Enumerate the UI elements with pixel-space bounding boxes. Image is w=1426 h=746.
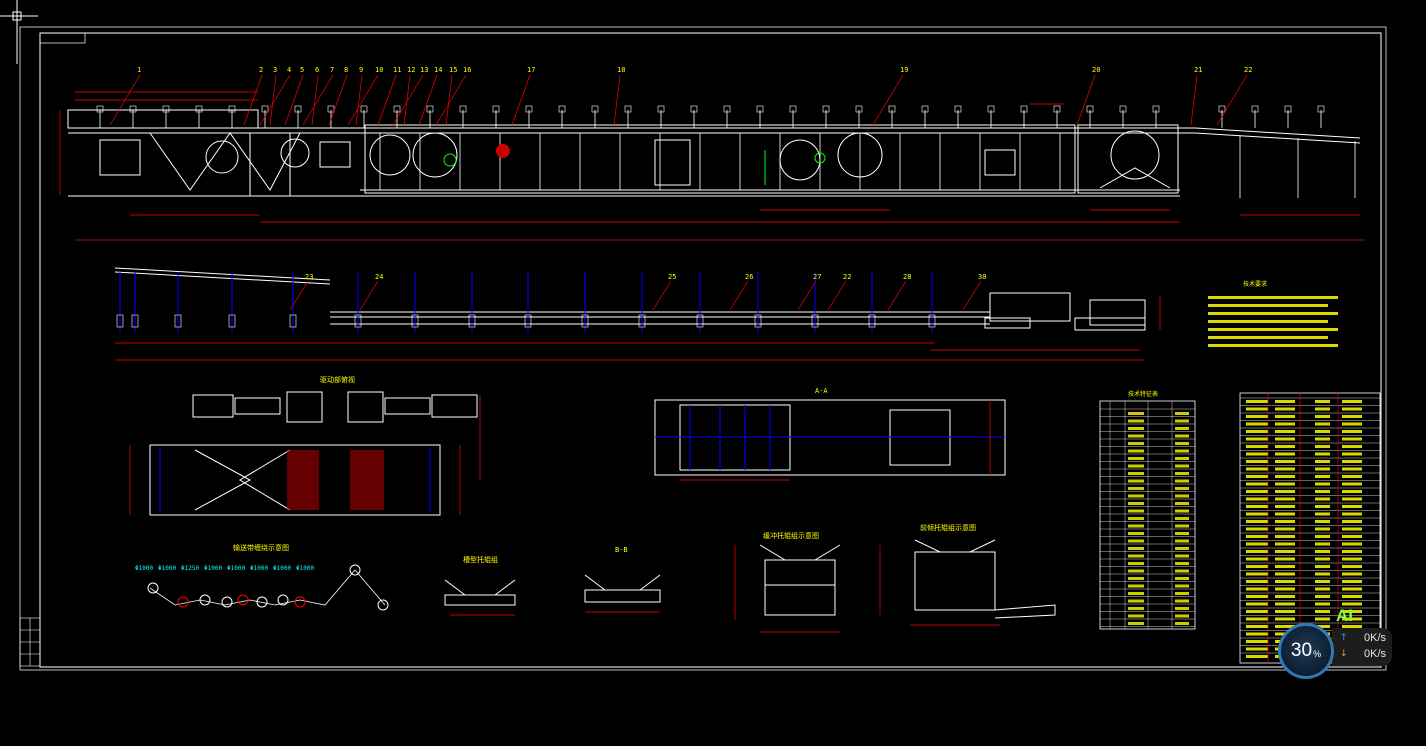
part-number: 23 (305, 273, 313, 281)
inner-frame (39, 32, 1382, 668)
download-arrow-icon: ↓ (1340, 649, 1348, 659)
winding-label: Φ1000 (204, 565, 222, 572)
part-number: 3 (273, 66, 277, 74)
winding-label: Φ1000 (296, 565, 314, 572)
idler1-title: 槽型托辊组 (463, 555, 498, 564)
part-number: 12 (407, 66, 415, 74)
part-number: 9 (359, 66, 363, 74)
main-elevation-view (59, 74, 1365, 241)
winding-label: Φ1000 (273, 565, 291, 572)
tech-req-title: 技术要求 (1243, 280, 1267, 288)
idler-detail-2: 缓冲托辊组示意图 (734, 531, 841, 633)
part-number: 24 (375, 273, 383, 281)
download-speed: 0K/s (1363, 648, 1386, 660)
outer-frame (19, 26, 1387, 671)
aa-section-view: A-A (654, 387, 1006, 481)
bb-title: B-B (615, 546, 628, 554)
corner-tag (39, 32, 86, 44)
tech-feature-table: 技术特征表 (1099, 390, 1196, 630)
memory-usage-ring[interactable]: 30% (1278, 623, 1334, 679)
drive-plan-title: 驱动部俯视 (320, 375, 355, 384)
tech-requirements: 技术要求 (1208, 280, 1338, 347)
idler-detail-bb: B-B (584, 546, 661, 613)
part-number: 21 (1194, 66, 1202, 74)
part-number: 16 (463, 66, 471, 74)
part-number: 14 (434, 66, 442, 74)
winding-label: Φ1250 (181, 565, 199, 572)
memory-percent: 30 (1290, 640, 1313, 661)
winding-label: Φ1000 (158, 565, 176, 572)
idler-detail-3: 前倾托辊组示意图 (879, 523, 1056, 626)
part-number: 22 (1244, 66, 1252, 74)
part-number: 19 (900, 66, 908, 74)
part-number: 8 (344, 66, 348, 74)
winding-label: Φ1000 (250, 565, 268, 572)
percent-sign: % (1313, 649, 1322, 659)
ai-badge[interactable]: AI (1336, 606, 1353, 625)
part-number: 22 (843, 273, 851, 281)
part-number: 28 (903, 273, 911, 281)
part-number: 1 (137, 66, 141, 74)
upload-speed: 0K/s (1363, 632, 1386, 644)
network-monitor-widget[interactable]: AI ↑ 0K/s ↓ 0K/s 30% (1276, 606, 1394, 679)
drive-plan-view: 驱动部俯视 (129, 375, 481, 516)
part-number: 15 (449, 66, 457, 74)
winding-title: 输送带缠绕示意图 (233, 543, 289, 552)
part-number: 30 (978, 273, 986, 281)
part-number: 26 (745, 273, 753, 281)
winding-label: Φ1000 (135, 565, 153, 572)
part-number-labels-mid: 23 24 25 26 27 22 28 30 (289, 273, 986, 311)
part-number: 2 (259, 66, 263, 74)
belt-winding-diagram: 输送带缠绕示意图 Φ1000 Φ1000 Φ1250 Φ1000 Φ1000 Φ1000 Φ… (135, 543, 389, 611)
part-number: 7 (330, 66, 334, 74)
part-number: 11 (393, 66, 401, 74)
part-number: 17 (527, 66, 535, 74)
part-number: 18 (617, 66, 625, 74)
upload-arrow-icon: ↑ (1340, 633, 1348, 643)
part-number: 27 (813, 273, 821, 281)
crosshair-cursor (0, 0, 38, 64)
idler3-title: 前倾托辊组示意图 (920, 523, 976, 532)
part-number: 25 (668, 273, 676, 281)
part-number: 6 (315, 66, 319, 74)
winding-label: Φ1000 (227, 565, 245, 572)
tech-table-title: 技术特征表 (1128, 390, 1158, 398)
part-number: 5 (300, 66, 304, 74)
left-title-strip (19, 617, 41, 667)
part-number: 4 (287, 66, 291, 74)
idler2-title: 缓冲托辊组示意图 (763, 531, 819, 540)
tail-elevation-view (114, 267, 1161, 361)
idler-detail-1: 槽型托辊组 (444, 555, 516, 616)
aa-title: A-A (815, 387, 828, 395)
part-number: 10 (375, 66, 383, 74)
part-number: 13 (420, 66, 428, 74)
speed-panel: ↑ 0K/s ↓ 0K/s (1332, 628, 1392, 666)
part-number: 20 (1092, 66, 1100, 74)
